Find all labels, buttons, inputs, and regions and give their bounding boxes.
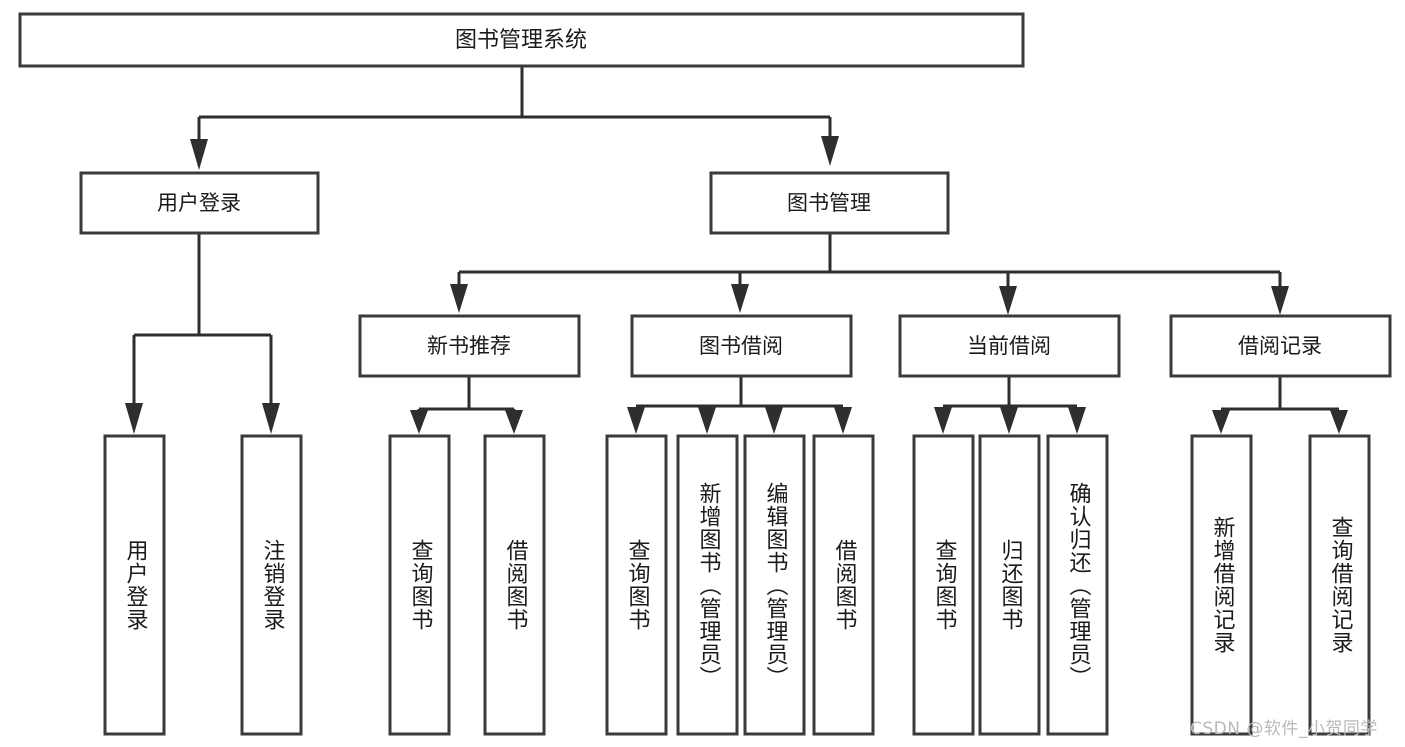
arrow-book-manage-to-new-book [450,284,468,313]
leaf-box-query-book-2[interactable] [605,434,668,736]
arrow-user-login-to-leaf2 [262,403,280,434]
node-borrow-record[interactable]: 借阅记录 [1169,314,1392,378]
node-current-borrow[interactable]: 当前借阅 [898,314,1121,378]
node-book-borrow[interactable]: 图书借阅 [630,314,853,378]
new-book-recommend-box[interactable] [358,314,581,378]
arrow-book-manage-to-book-borrow [731,284,749,313]
borrow-record-box[interactable] [1169,314,1392,378]
book-manage-label: 图书管理 [787,191,871,215]
arrow-book-manage-to-current-borrow [999,286,1017,315]
book-manage-box[interactable] [709,171,950,235]
leaf-box-user-login[interactable] [103,434,166,736]
arrow-new-book-to-leaf2 [505,410,523,434]
user-login-label: 用户登录 [157,191,241,215]
leaf-box-add-book[interactable] [676,434,739,736]
node-user-login[interactable]: 用户登录 [79,171,320,235]
arrow-book-borrow-to-leaf3 [765,407,783,434]
leaf-box-edit-book[interactable] [743,434,806,736]
arrow-root-to-user-login [190,139,208,170]
current-borrow-label: 当前借阅 [967,334,1051,358]
leaf-box-query-book-3[interactable] [912,434,975,736]
node-new-book-recommend[interactable]: 新书推荐 [358,314,581,378]
leaf-box-add-record[interactable] [1190,434,1253,736]
arrow-new-book-to-leaf1 [410,410,428,434]
connector-layer [125,66,1348,434]
leaf-box-query-record[interactable] [1308,434,1371,736]
arrow-book-borrow-to-leaf2 [698,407,716,434]
root-box[interactable] [18,12,1025,68]
leaf-box-return-book[interactable] [978,434,1041,736]
arrow-borrow-record-to-leaf2 [1330,410,1348,434]
leaf-box-logout[interactable] [240,434,303,736]
current-borrow-box[interactable] [898,314,1121,378]
arrow-book-manage-to-borrow-record [1271,286,1289,315]
leaf-box-borrow-book-1[interactable] [483,434,546,736]
new-book-recommend-label: 新书推荐 [427,334,511,358]
leaf-layer [103,434,1371,736]
arrow-book-borrow-to-leaf1 [627,407,645,434]
borrow-record-label: 借阅记录 [1238,334,1322,358]
leaf-box-query-book-1[interactable] [388,434,451,736]
arrow-book-borrow-to-leaf4 [834,407,852,434]
node-root[interactable]: 图书管理系统 [18,12,1025,68]
user-login-box[interactable] [79,171,320,235]
arrow-user-login-to-leaf1 [125,403,143,434]
node-book-manage[interactable]: 图书管理 [709,171,950,235]
watermark: CSDN @软件_小贺同学 [1190,719,1378,739]
arrow-current-borrow-to-leaf1 [934,407,952,434]
root-label: 图书管理系统 [455,28,587,53]
arrow-current-borrow-to-leaf3 [1068,407,1086,434]
book-borrow-label: 图书借阅 [699,334,783,358]
arrow-borrow-record-to-leaf1 [1212,410,1230,434]
leaf-box-borrow-book-2[interactable] [812,434,875,736]
leaf-box-confirm-return[interactable] [1046,434,1109,736]
book-borrow-box[interactable] [630,314,853,378]
arrow-current-borrow-to-leaf2 [1000,407,1018,434]
arrow-root-to-book-manage [821,136,839,166]
